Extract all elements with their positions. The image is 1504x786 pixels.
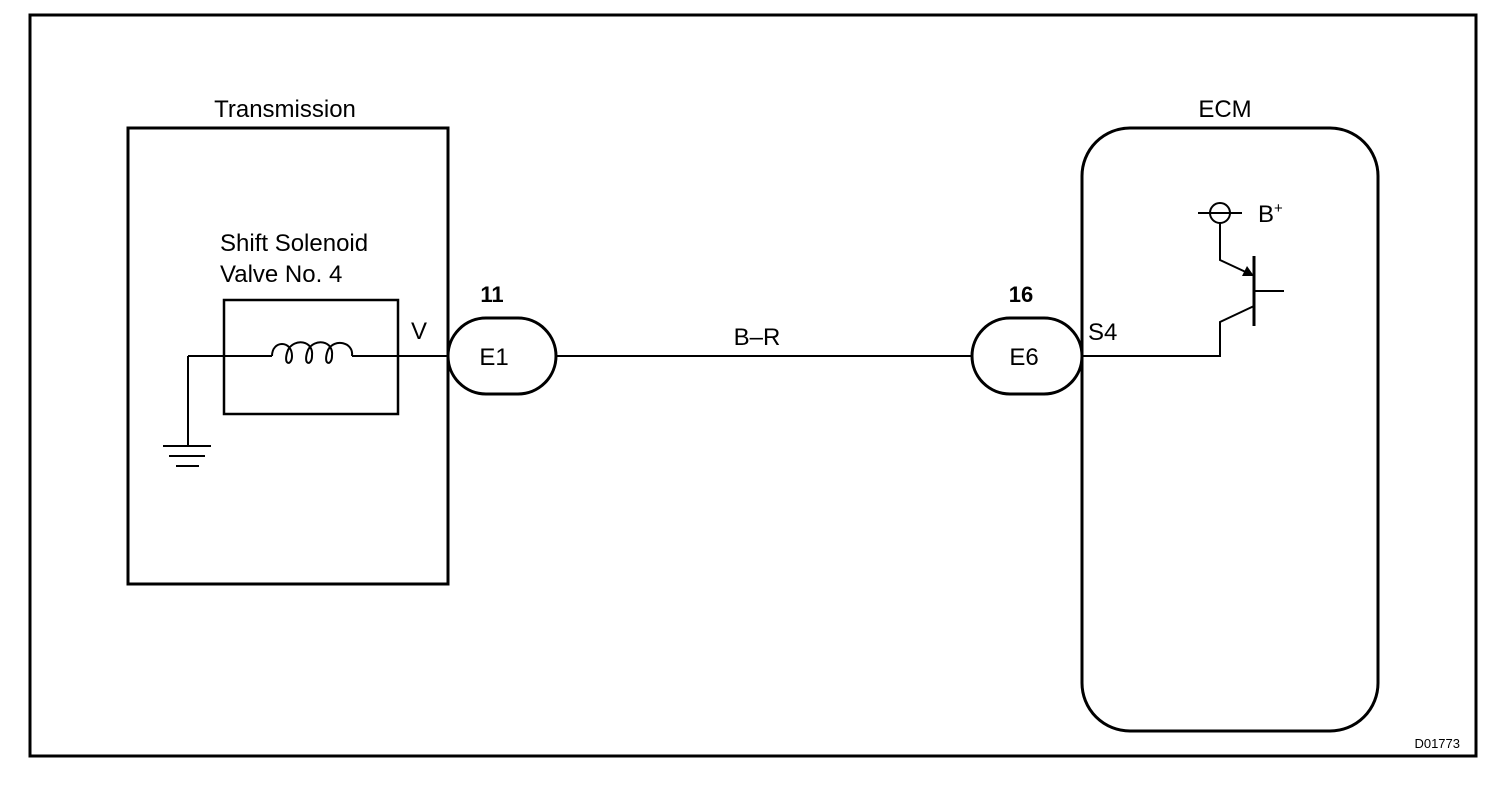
ecm-box xyxy=(1080,126,1380,733)
diagram-code: D01773 xyxy=(1414,736,1460,751)
connector-e1-pin: 11 xyxy=(480,282,503,307)
wire-color-code: B–R xyxy=(734,324,781,351)
transmission-label: Transmission xyxy=(214,96,356,123)
ecm-label: ECM xyxy=(1198,96,1251,123)
supply-label: B+ xyxy=(1258,200,1283,228)
terminal-v-label: V xyxy=(411,318,427,345)
ground-icon xyxy=(163,445,211,467)
coil-icon xyxy=(271,341,354,364)
connector-e6-pin: 16 xyxy=(1009,282,1033,307)
solenoid-label-line2: Valve No. 4 xyxy=(220,261,342,288)
terminal-s4-label: S4 xyxy=(1088,319,1117,346)
ecm-internal-wire xyxy=(1082,305,1255,357)
connector-e6-name: E6 xyxy=(1009,344,1038,371)
outer-frame xyxy=(28,13,1478,758)
solenoid-label-line1: Shift Solenoid xyxy=(220,230,368,257)
connector-e1-name: E1 xyxy=(479,344,508,371)
transistor-icon xyxy=(1219,223,1284,326)
supply-icon xyxy=(1198,202,1242,224)
